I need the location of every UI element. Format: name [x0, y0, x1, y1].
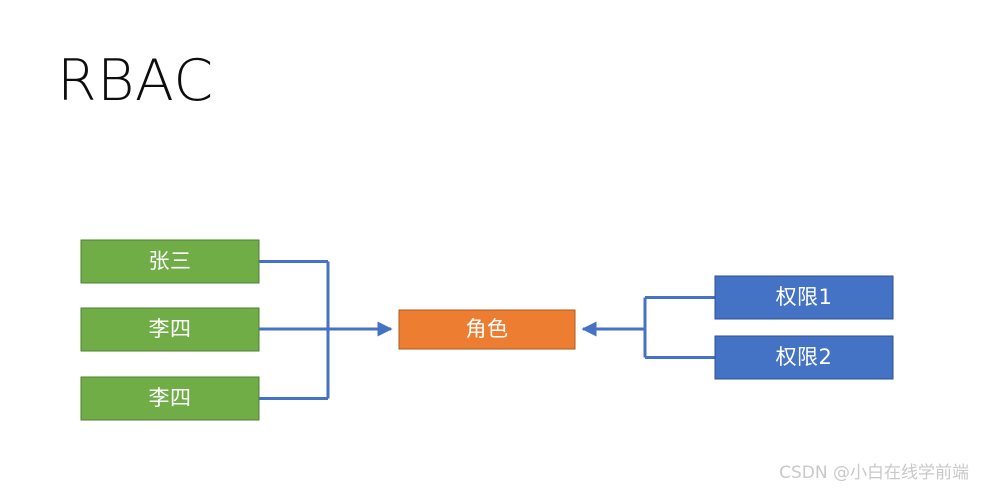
user-nodes [80, 239, 260, 421]
user-node-2[interactable] [80, 307, 260, 352]
right-connector-group [581, 296, 715, 359]
role-node-group [398, 309, 576, 350]
permission-node-1[interactable] [714, 275, 894, 320]
permission-node-2[interactable] [714, 335, 894, 380]
left-connector-group [259, 260, 393, 400]
watermark: CSDN @小白在线学前端 [779, 463, 969, 483]
user-node-3[interactable] [80, 376, 260, 421]
role-node[interactable] [398, 309, 576, 350]
permission-nodes [714, 275, 894, 380]
user-node-1[interactable] [80, 239, 260, 284]
page-title: RBAC [57, 48, 214, 114]
